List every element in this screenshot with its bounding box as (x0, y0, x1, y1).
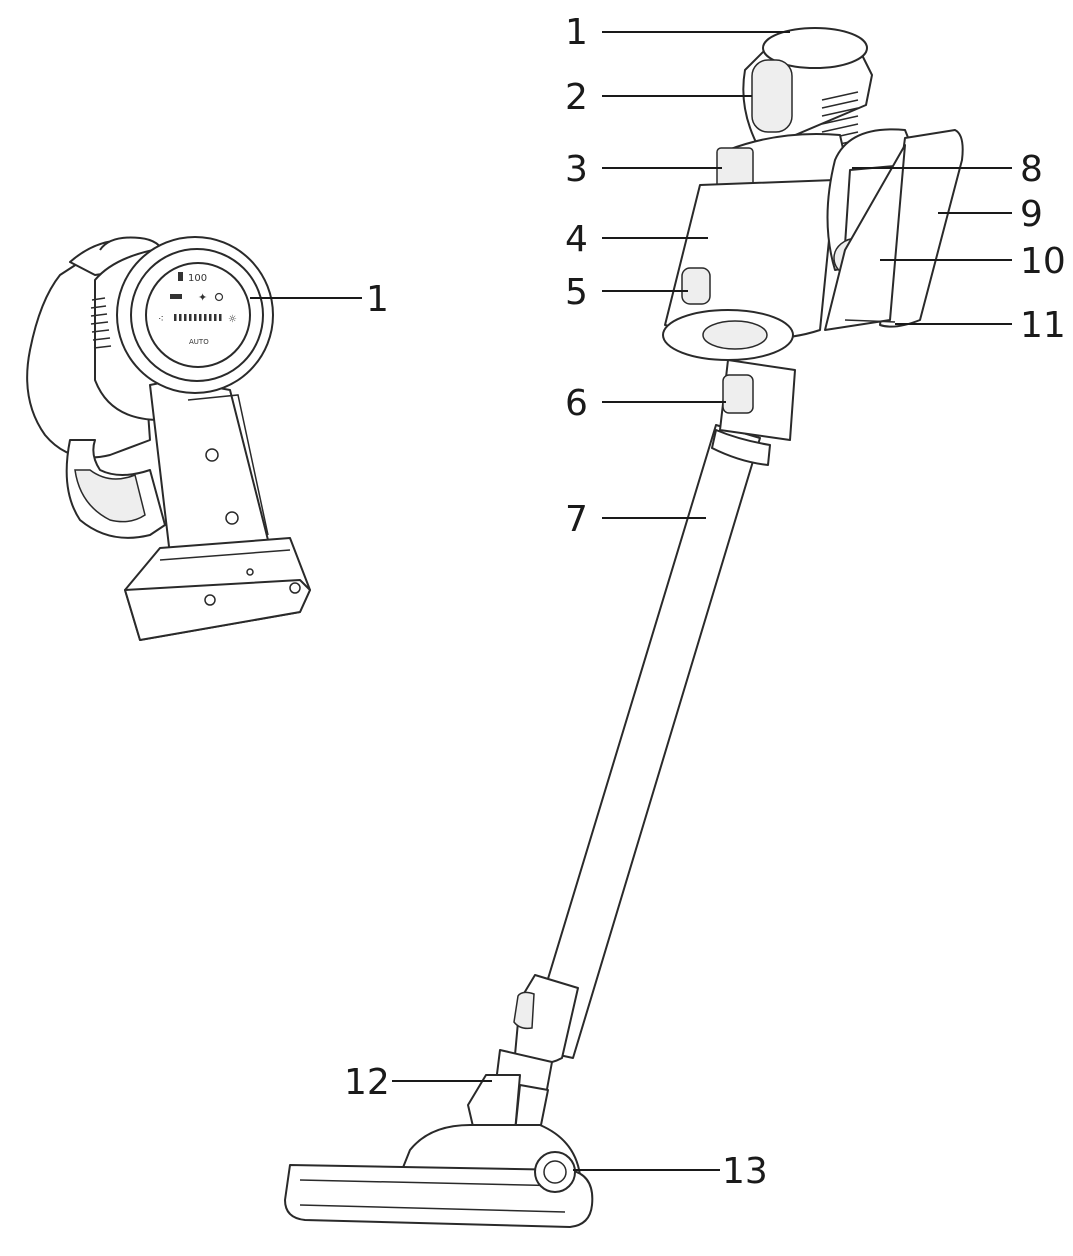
battery-percent: 100 (188, 273, 207, 284)
floor-brush-icon (170, 294, 182, 299)
callout-7: 7 (565, 499, 588, 540)
callout-11: 11 (1020, 305, 1066, 346)
callout-4: 4 (565, 219, 588, 260)
callout-8: 8 (1020, 149, 1043, 190)
vent-grille (90, 297, 112, 349)
dust-view-window (751, 59, 793, 133)
callout-1: 1 (565, 12, 588, 53)
suction-icon: ⁖ (158, 314, 164, 325)
callout-2: 2 (565, 77, 588, 118)
handheld-callout-1: 1 (366, 279, 389, 320)
handheld-unit: 100 ✦ ⁖ ☼ AUTO 1 (26, 236, 389, 641)
callouts: 1 2 3 4 5 6 7 8 9 10 11 12 13 (344, 12, 1066, 1192)
callout-10: 10 (1020, 241, 1066, 282)
sun-icon: ☼ (228, 314, 237, 325)
callout-3: 3 (565, 149, 588, 190)
callout-13: 13 (722, 1151, 768, 1192)
mode-label: AUTO (189, 338, 209, 346)
callout-6: 6 (565, 383, 588, 424)
bin-release-button (681, 267, 711, 305)
fan-icon: ✦ (198, 291, 207, 304)
light-icon (214, 292, 224, 302)
extension-tube (526, 424, 761, 1059)
handheld-display: 100 ✦ ⁖ ☼ AUTO (145, 262, 251, 368)
stick-vacuum (284, 27, 964, 1228)
battery-icon (178, 272, 183, 281)
callout-9: 9 (1020, 194, 1043, 235)
callout-12: 12 (344, 1062, 390, 1103)
tube-release-button (722, 374, 754, 414)
brush-roll-end (534, 1151, 576, 1193)
power-level-bar (174, 314, 222, 321)
callout-5: 5 (565, 272, 588, 313)
